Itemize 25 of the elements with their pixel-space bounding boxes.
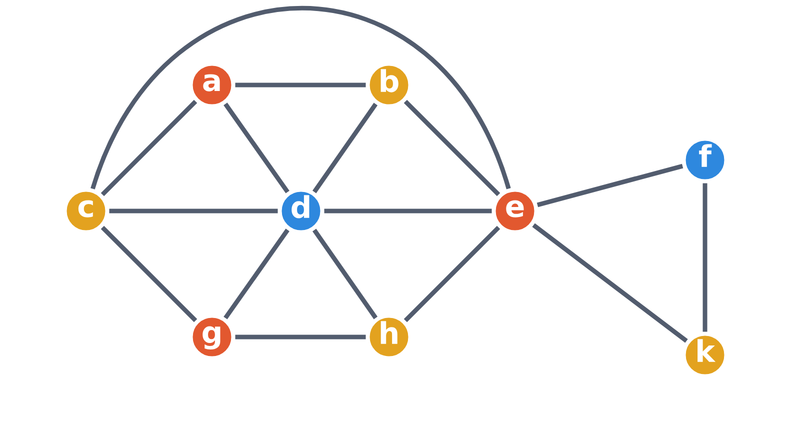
edge-line	[224, 102, 290, 194]
edge-line	[312, 102, 378, 194]
edge-line	[324, 208, 492, 214]
graph-node: h	[367, 315, 411, 359]
edge-line	[312, 228, 378, 320]
edge-line	[100, 100, 198, 196]
graph-node: f	[683, 138, 727, 182]
graph-node: d	[279, 189, 323, 233]
graph-node: e	[493, 189, 537, 233]
edge-line	[109, 208, 278, 214]
edge-line	[100, 226, 198, 322]
edge-line	[404, 100, 500, 196]
edge-line	[235, 82, 366, 88]
graph-node: b	[367, 63, 411, 107]
edge-line	[235, 334, 366, 340]
edge-line	[536, 164, 684, 208]
graph-node: g	[190, 315, 234, 359]
edge-line	[404, 226, 500, 322]
edge-line	[90, 6, 511, 190]
graph-node: c	[64, 189, 108, 233]
edge-line	[224, 228, 290, 320]
edge-line	[702, 183, 708, 332]
graph-node: k	[683, 333, 727, 377]
graph-node: a	[190, 63, 234, 107]
edge-line	[532, 223, 688, 343]
